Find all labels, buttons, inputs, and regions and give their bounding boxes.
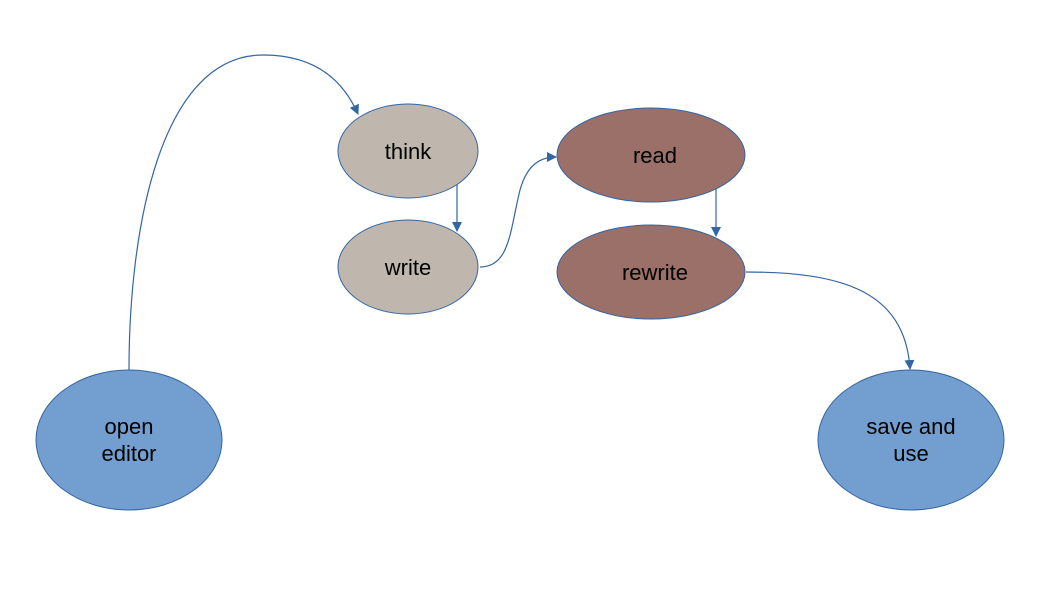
node-save-and-use-shape [817,369,1005,511]
node-rewrite-shape [556,224,746,320]
edge-open-editor-to-think [128,54,359,371]
node-rewrite[interactable]: rewrite [556,224,746,320]
node-save-and-use-label-line2: use [893,441,928,466]
node-write[interactable]: write [337,219,479,315]
node-open-editor-label-line1: open [105,414,154,439]
node-open-editor-label-line2: editor [101,441,156,466]
node-save-and-use[interactable]: save and use [817,369,1005,511]
node-read[interactable]: read [556,107,746,203]
node-write-label: write [384,255,431,280]
node-think[interactable]: think [337,103,479,199]
edge-rewrite-to-save-and-use [745,271,915,370]
node-think-label: think [385,139,432,164]
node-read-shape [556,107,746,203]
node-write-shape [337,219,479,315]
node-open-editor-shape [35,369,223,511]
node-save-and-use-label-line1: save and [866,414,955,439]
node-think-shape [337,103,479,199]
edge-write-to-read [479,152,557,268]
node-read-label: read [633,143,677,168]
node-open-editor[interactable]: open editor [35,369,223,511]
node-rewrite-label: rewrite [622,260,688,285]
